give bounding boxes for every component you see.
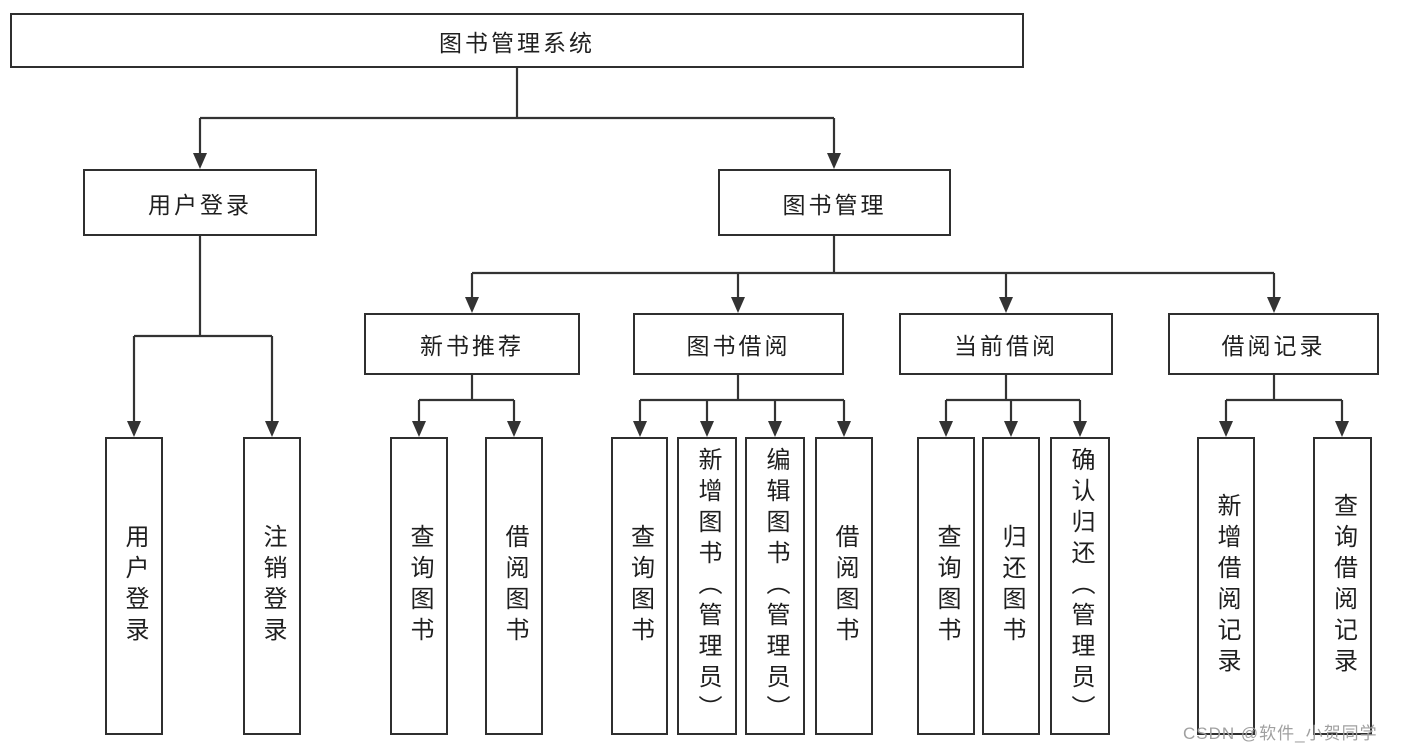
- arrow-icon: [193, 153, 207, 169]
- arrow-icon: [1004, 421, 1018, 437]
- node-user-login: 用户登录: [83, 169, 317, 236]
- connector-userlogin-to-leaves: [132, 236, 274, 424]
- leaf-logout: 注销登录: [243, 437, 301, 735]
- arrow-icon: [731, 297, 745, 313]
- node-borrow-records: 借阅记录: [1168, 313, 1379, 375]
- leaf-query-books-current: 查询图书: [917, 437, 975, 735]
- connector-newbook-to-leaves: [417, 375, 516, 424]
- leaf-borrow-books-recommend-label: 借阅图书: [501, 524, 528, 648]
- connector-bookmgmt-to-level3: [470, 236, 1276, 300]
- arrow-icon: [507, 421, 521, 437]
- leaf-return-books-label: 归还图书: [998, 524, 1025, 648]
- leaf-query-borrow-record: 查询借阅记录: [1313, 437, 1372, 735]
- leaf-confirm-return-admin-label: 确认归还（管理员）: [1067, 446, 1094, 726]
- arrow-icon: [1219, 421, 1233, 437]
- arrow-icon: [827, 153, 841, 169]
- leaf-logout-label: 注销登录: [259, 524, 286, 648]
- leaf-add-book-admin-label: 新增图书（管理员）: [694, 446, 721, 726]
- leaf-confirm-return-admin: 确认归还（管理员）: [1050, 437, 1110, 735]
- leaf-edit-book-admin: 编辑图书（管理员）: [745, 437, 805, 735]
- arrow-icon: [1335, 421, 1349, 437]
- node-current-borrow: 当前借阅: [899, 313, 1113, 375]
- arrow-icon: [465, 297, 479, 313]
- leaf-user-login-label: 用户登录: [121, 524, 148, 648]
- leaf-query-books-recommend: 查询图书: [390, 437, 448, 735]
- arrow-icon: [999, 297, 1013, 313]
- leaf-add-book-admin: 新增图书（管理员）: [677, 437, 737, 735]
- arrow-icon: [768, 421, 782, 437]
- node-current-borrow-label: 当前借阅: [954, 333, 1058, 359]
- watermark: CSDN @软件_小贺同学: [1183, 724, 1378, 743]
- leaf-query-books-current-label: 查询图书: [933, 524, 960, 648]
- connector-bookborrow-to-leaves: [638, 375, 846, 424]
- node-borrow-records-label: 借阅记录: [1221, 333, 1326, 359]
- arrow-icon: [939, 421, 953, 437]
- leaf-query-borrow-record-label: 查询借阅记录: [1329, 493, 1357, 679]
- leaf-edit-book-admin-label: 编辑图书（管理员）: [762, 446, 789, 726]
- node-user-login-label: 用户登录: [148, 191, 252, 218]
- arrow-icon: [1073, 421, 1087, 437]
- node-book-borrow: 图书借阅: [633, 313, 844, 375]
- leaf-user-login: 用户登录: [105, 437, 163, 735]
- leaf-borrow-books: 借阅图书: [815, 437, 873, 735]
- leaf-query-books-borrow: 查询图书: [611, 437, 668, 735]
- node-root: 图书管理系统: [10, 13, 1024, 68]
- node-book-management: 图书管理: [718, 169, 951, 236]
- leaf-borrow-books-label: 借阅图书: [831, 524, 858, 648]
- arrow-icon: [412, 421, 426, 437]
- arrow-icon: [265, 421, 279, 437]
- leaf-add-borrow-record-label: 新增借阅记录: [1213, 493, 1240, 679]
- arrow-icon: [700, 421, 714, 437]
- leaf-add-borrow-record: 新增借阅记录: [1197, 437, 1255, 735]
- leaf-borrow-books-recommend: 借阅图书: [485, 437, 543, 735]
- arrow-icon: [837, 421, 851, 437]
- arrow-icon: [1267, 297, 1281, 313]
- node-new-book-recommend-label: 新书推荐: [420, 333, 524, 359]
- node-book-management-label: 图书管理: [782, 191, 887, 218]
- connector-root-to-level2: [198, 68, 836, 156]
- arrow-icon: [127, 421, 141, 437]
- leaf-query-books-recommend-label: 查询图书: [406, 524, 433, 648]
- node-new-book-recommend: 新书推荐: [364, 313, 580, 375]
- leaf-query-books-borrow-label: 查询图书: [626, 524, 654, 648]
- connector-currentborrow-to-leaves: [944, 375, 1082, 424]
- node-book-borrow-label: 图书借阅: [686, 333, 791, 359]
- arrowheads: [127, 153, 1349, 437]
- arrow-icon: [633, 421, 647, 437]
- connector-borrowrecords-to-leaves: [1224, 375, 1344, 424]
- leaf-return-books: 归还图书: [982, 437, 1040, 735]
- node-root-label: 图书管理系统: [439, 29, 595, 56]
